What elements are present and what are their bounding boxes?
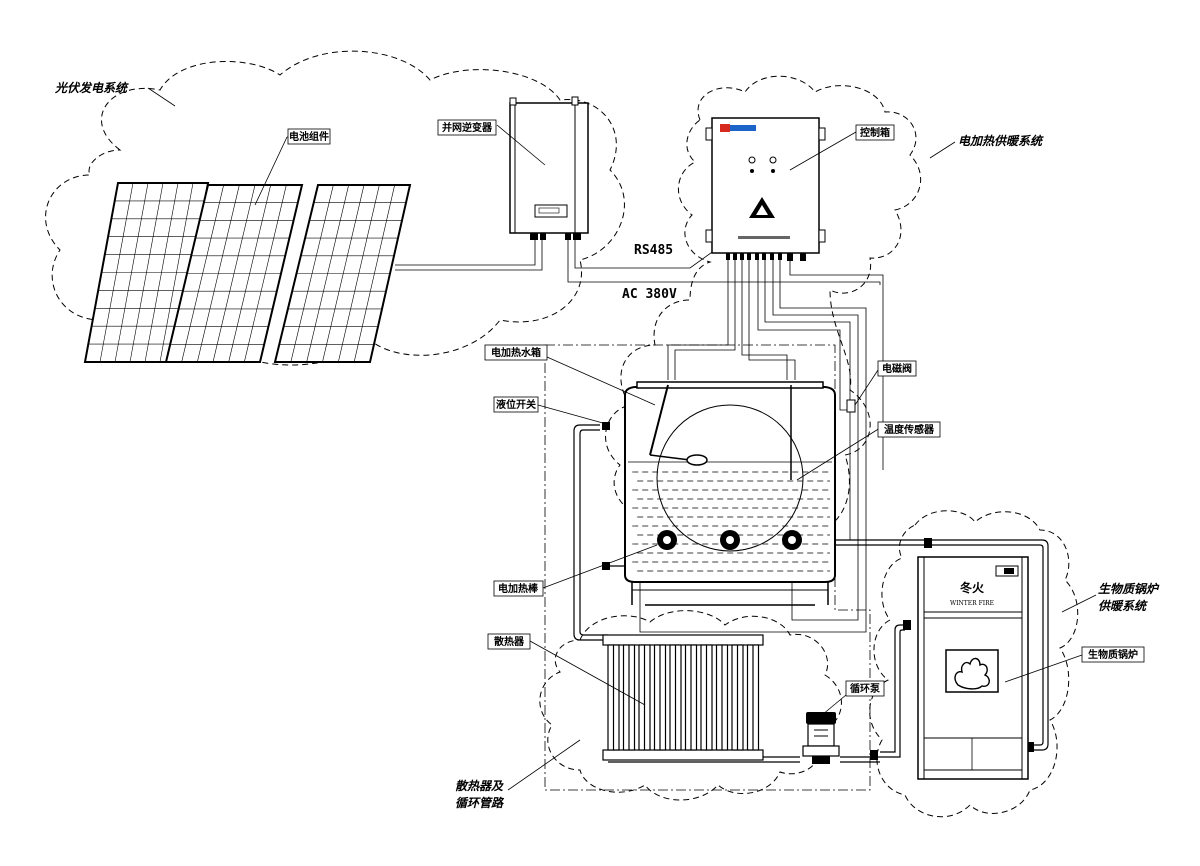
radiator-loop-label-line1: 散热器及 bbox=[455, 779, 504, 793]
control-box-label: 控制箱 bbox=[789, 124, 895, 171]
pv-system-cloud bbox=[45, 50, 625, 366]
biomass-boiler: 冬火 WINTER FIRE bbox=[917, 556, 1029, 780]
pv-wires bbox=[395, 240, 881, 285]
solar-panels bbox=[83, 182, 412, 363]
pump-text: 循环泵 bbox=[850, 682, 881, 695]
solenoid-valve-body bbox=[846, 399, 856, 413]
radiator-text: 散热器 bbox=[494, 635, 525, 648]
level-switch-text: 液位开关 bbox=[496, 398, 536, 411]
brand-logo bbox=[720, 124, 756, 132]
boiler-label: 生物质锅炉 bbox=[1004, 646, 1145, 683]
inverter-text: 并网逆变器 bbox=[442, 121, 493, 134]
water-tank-text: 电加热水箱 bbox=[491, 346, 541, 359]
biomass-cloud bbox=[869, 510, 1079, 818]
solenoid-valve-text: 电磁阀 bbox=[882, 362, 912, 375]
battery-module-label: 电池组件 bbox=[254, 128, 331, 206]
inverter bbox=[509, 96, 589, 240]
rs485-label: RS485 bbox=[634, 243, 673, 258]
heater-rod bbox=[657, 530, 677, 550]
tank-labels: 电加热水箱 液位开关 电磁阀 温度传感器 电加热棒 bbox=[484, 344, 941, 597]
inverter-label: 并网逆变器 bbox=[437, 119, 546, 166]
system-labels: 光伏发电系统 电加热供暖系统 生物质锅炉 供暖系统 散热器及 循环管路 bbox=[54, 81, 1160, 810]
control-box-text: 控制箱 bbox=[860, 126, 890, 139]
heater-rod bbox=[720, 530, 740, 550]
ac-voltage-label: AC 380V bbox=[622, 287, 677, 302]
pump bbox=[802, 712, 840, 764]
temp-sensor-text: 温度传感器 bbox=[884, 423, 935, 436]
boiler-window bbox=[945, 649, 999, 693]
electric-heating-label: 电加热供暖系统 bbox=[958, 134, 1044, 148]
boiler-brand-cn: 冬火 bbox=[960, 580, 985, 595]
biomass-label-line1: 生物质锅炉 bbox=[1098, 582, 1160, 596]
solar-panel bbox=[164, 184, 304, 363]
heater-rod bbox=[782, 530, 802, 550]
water-tank bbox=[602, 381, 856, 606]
pv-system-label: 光伏发电系统 bbox=[54, 81, 129, 95]
radiator-cloud bbox=[539, 610, 842, 801]
battery-module-text: 电池组件 bbox=[289, 130, 329, 143]
boiler-text: 生物质锅炉 bbox=[1088, 648, 1138, 661]
solar-panel bbox=[273, 184, 412, 363]
radiator-label: 散热器 bbox=[487, 633, 646, 706]
radiator bbox=[602, 634, 764, 761]
pump-label: 循环泵 bbox=[821, 680, 885, 716]
heater-rod-text: 电加热棒 bbox=[498, 582, 539, 595]
level-switch-float bbox=[649, 384, 708, 466]
control-wires bbox=[639, 260, 884, 633]
radiator-loop-label-line2: 循环管路 bbox=[455, 796, 505, 810]
biomass-label-line2: 供暖系统 bbox=[1098, 599, 1148, 613]
tank-frame-dashdot bbox=[544, 344, 871, 791]
flame-icon bbox=[954, 657, 990, 690]
boiler-brand-en: WINTER FIRE bbox=[950, 600, 994, 607]
control-box bbox=[705, 117, 826, 261]
